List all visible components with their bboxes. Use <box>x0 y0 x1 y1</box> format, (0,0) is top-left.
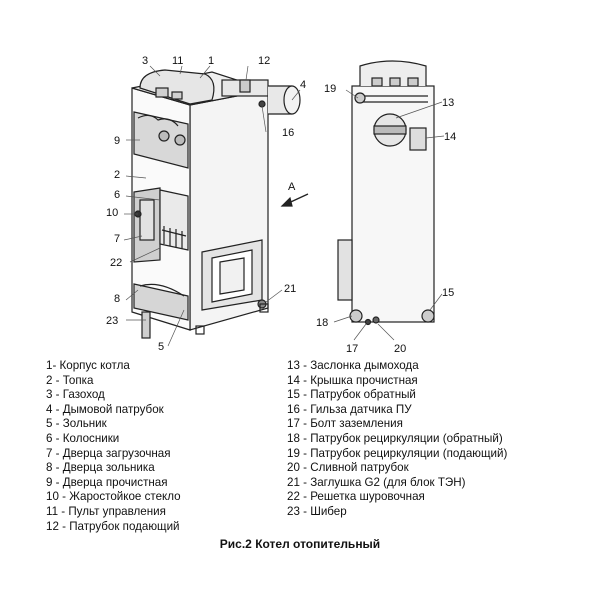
legend-item: 8 - Дверца зольника <box>46 461 155 475</box>
legend-item: 13 - Заслонка дымохода <box>287 359 419 372</box>
legend-item: 12 - Патрубок подающий <box>46 519 180 533</box>
legend-item: 14 - Крышка прочистная <box>287 373 418 387</box>
callout-10: 10 <box>106 207 118 219</box>
callout-5: 5 <box>158 341 164 353</box>
legend-item: 16 - Гильза датчика ПУ <box>287 402 412 416</box>
legend-item: 6 - Колосники <box>46 431 120 445</box>
legend-item: 7 - Дверца загрузочная <box>46 446 171 460</box>
legend-item: 15 - Патрубок обратный <box>287 388 416 402</box>
callout-14: 14 <box>444 131 456 143</box>
callout-arrow-a: A <box>288 181 296 193</box>
legend-item: 20 - Сливной патрубок <box>287 461 409 475</box>
boiler-drawing: 3 11 1 12 4 16 9 2 6 10 7 22 8 23 5 21 A… <box>106 55 456 355</box>
callout-22: 22 <box>110 257 122 269</box>
callout-4: 4 <box>300 79 306 91</box>
callout-23: 23 <box>106 315 118 327</box>
callout-16: 16 <box>282 127 294 139</box>
legend-item: 10 - Жаростойкое стекло <box>46 490 181 504</box>
legend-item: 22 - Решетка шуровочная <box>287 490 425 504</box>
figure-caption: Рис.2 Котел отопительный <box>219 537 381 551</box>
legend-item: 3 - Газоход <box>46 388 105 402</box>
legend-item: 19 - Патрубок рециркуляции (подающий) <box>287 446 508 460</box>
callout-7: 7 <box>114 233 120 245</box>
legend-item: 2 - Топка <box>46 373 94 387</box>
callout-2: 2 <box>114 169 120 181</box>
leader-lines <box>123 65 445 347</box>
legend-item: 4 - Дымовой патрубок <box>46 402 164 416</box>
legend-item: 11 - Пульт управления <box>46 504 166 518</box>
legend-item: 18 - Патрубок рециркуляции (обратный) <box>287 431 503 445</box>
legend-item: 23 - Шибер <box>287 504 347 518</box>
legend-item: 21 - Заглушка G2 (для блок ТЭН) <box>287 475 466 489</box>
callout-19: 19 <box>324 83 336 95</box>
callout-8: 8 <box>114 293 120 305</box>
callout-21: 21 <box>284 283 296 295</box>
callout-20: 20 <box>394 343 406 355</box>
callout-9: 9 <box>114 135 120 147</box>
callout-15: 15 <box>442 287 454 299</box>
boiler-rear-view <box>337 60 435 326</box>
callout-6: 6 <box>114 189 120 201</box>
callout-12: 12 <box>258 55 270 67</box>
callout-11: 11 <box>172 55 183 67</box>
legend-item: 5 - Зольник <box>46 417 107 431</box>
callout-3: 3 <box>142 55 148 67</box>
legend-item: 17 - Болт заземления <box>287 417 403 431</box>
legend-item: 9 - Дверца прочистная <box>46 475 168 489</box>
callout-18: 18 <box>316 317 328 329</box>
callout-13: 13 <box>442 97 454 109</box>
legend-item: 1- Корпус котла <box>46 359 130 372</box>
callout-17: 17 <box>346 343 358 355</box>
boiler-perspective-view <box>131 69 309 339</box>
callout-1: 1 <box>208 55 214 67</box>
